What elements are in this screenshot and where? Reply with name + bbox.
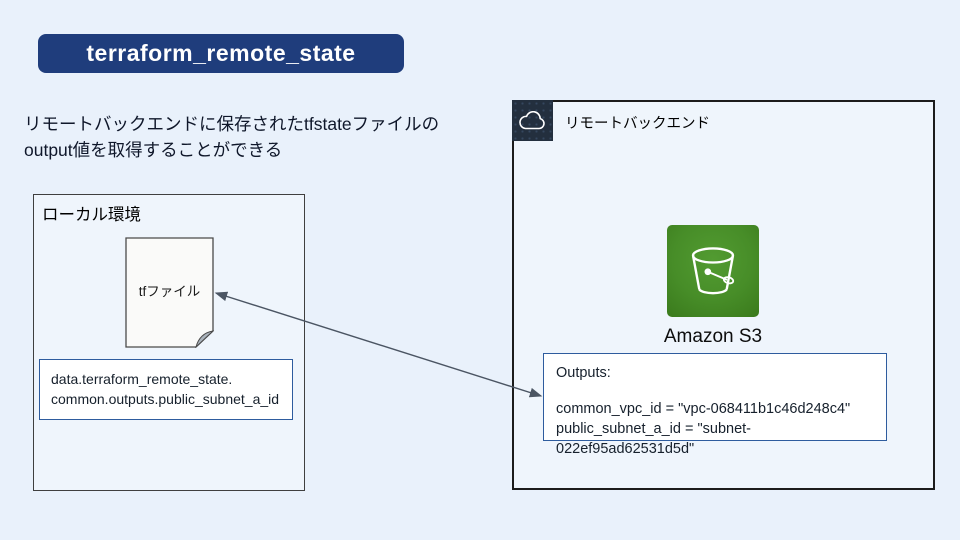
description-line-2: output値を取得することができる	[24, 140, 283, 160]
outputs-title: Outputs:	[556, 365, 611, 381]
outputs-box: Outputs: common_vpc_id = "vpc-068411b1c4…	[543, 353, 887, 457]
s3-label: Amazon S3	[663, 326, 763, 347]
remote-backend-label: リモートバックエンド	[565, 116, 710, 132]
s3-bucket-icon	[667, 225, 759, 317]
title-banner: terraform_remote_state	[38, 34, 404, 73]
outputs-line-2: public_subnet_a_id = "subnet-022ef95ad62…	[556, 421, 751, 457]
outputs-line-1: common_vpc_id = "vpc-068411b1c46d248c4"	[556, 401, 851, 417]
code-line-1: data.terraform_remote_state.	[51, 371, 233, 387]
title-banner-label: terraform_remote_state	[86, 40, 356, 66]
aws-cloud-icon	[512, 100, 553, 141]
tf-file-document-icon	[125, 237, 215, 349]
description-line-1: リモートバックエンドに保存されたtfstateファイルの	[24, 114, 440, 134]
code-line-2: common.outputs.public_subnet_a_id	[51, 391, 280, 407]
tf-file-label: tfファイル	[138, 284, 201, 299]
description-text: リモートバックエンドに保存されたtfstateファイルの output値を取得す…	[24, 111, 484, 163]
local-environment-label: ローカル環境	[42, 206, 141, 224]
code-reference-box: data.terraform_remote_state. common.outp…	[39, 359, 293, 420]
